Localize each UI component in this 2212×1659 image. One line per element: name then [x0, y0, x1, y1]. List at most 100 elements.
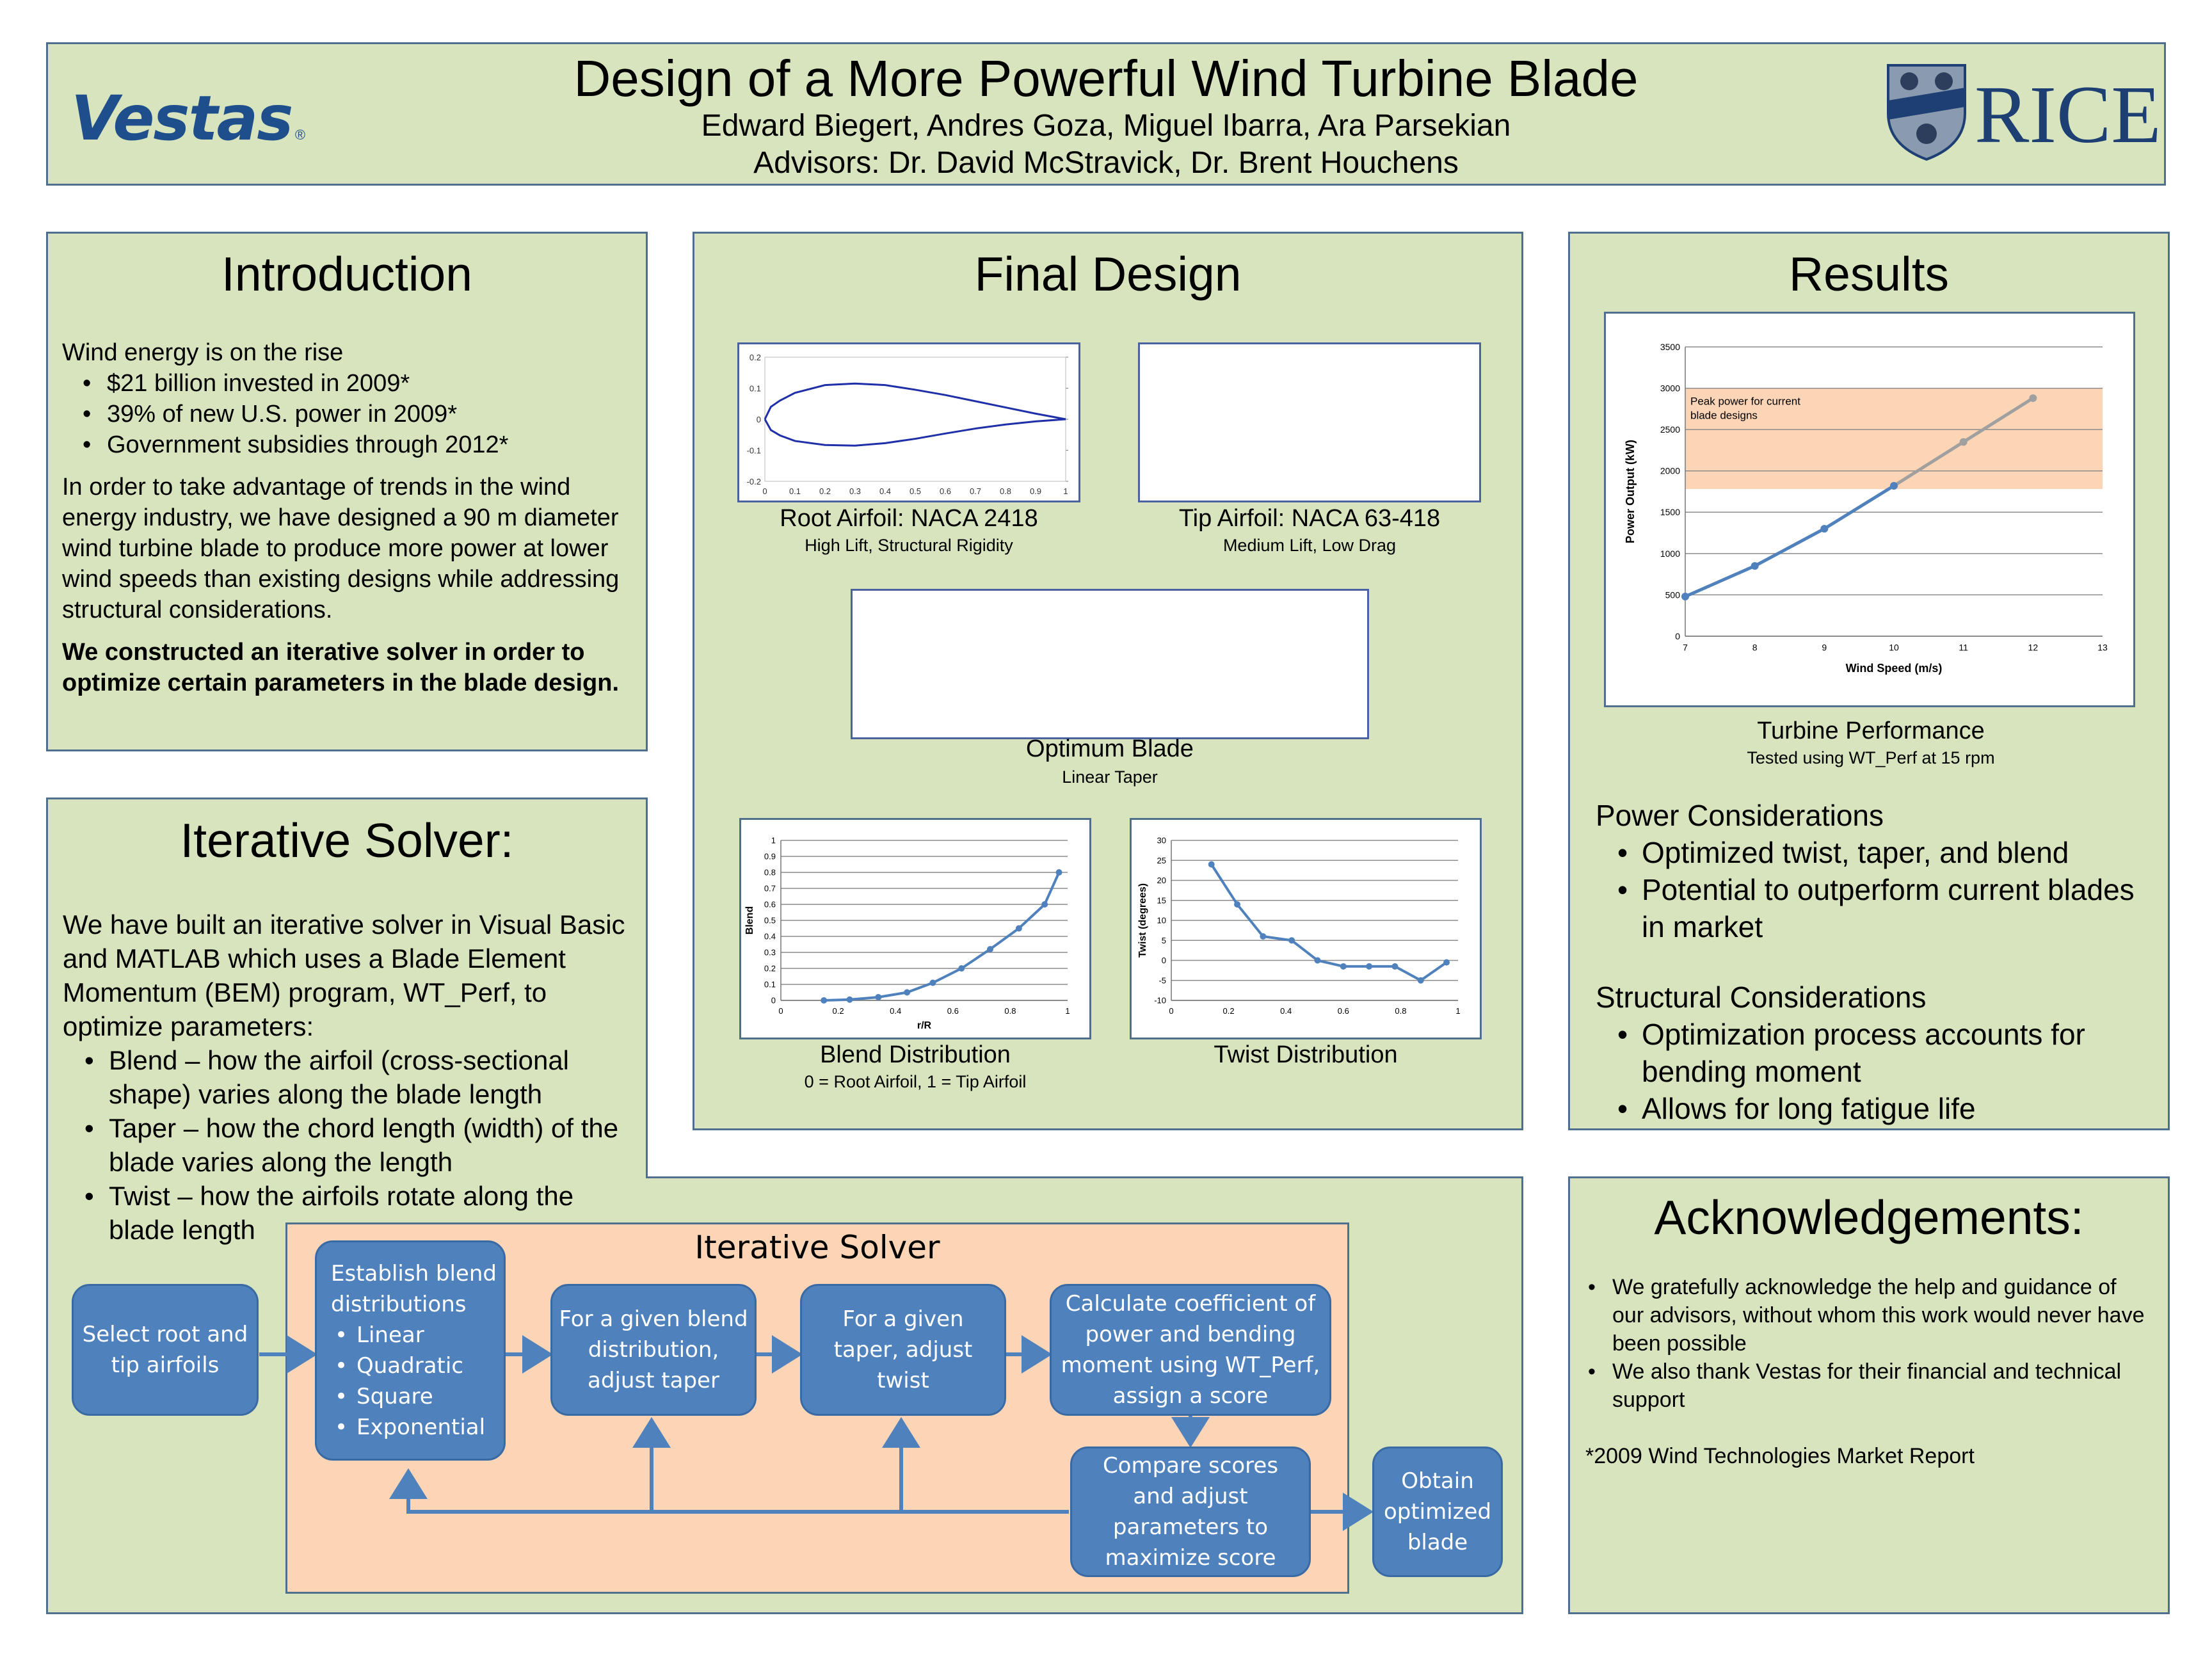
- y-tick-label: 2000: [1660, 466, 1680, 476]
- list-item: Square: [335, 1381, 485, 1412]
- data-point: [1751, 562, 1759, 570]
- x-tick-label: 7: [1683, 642, 1688, 652]
- x-tick-label: 10: [1889, 642, 1899, 652]
- x-tick-label: 0.7: [970, 486, 981, 496]
- y-tick-label: 0.1: [749, 384, 761, 394]
- adjust-twist-box: For a given taper, adjust twist: [800, 1284, 1006, 1416]
- y-tick-label: 0: [1675, 631, 1680, 641]
- y-tick-label: 0.9: [764, 852, 776, 862]
- acknowledgements-body: We gratefully acknowledge the help and g…: [1585, 1273, 2149, 1470]
- establish-blend-list: Linear Quadratic Square Exponential: [331, 1320, 485, 1443]
- y-tick-label: 5: [1162, 936, 1166, 945]
- airfoil-outline: [764, 382, 1066, 447]
- series-line: [1210, 863, 1448, 982]
- data-point: [2029, 394, 2037, 403]
- adjust-twist-text: For a given taper, adjust twist: [833, 1306, 973, 1393]
- x-axis-label: r/R: [917, 1020, 932, 1031]
- results-body: Power Considerations Optimized twist, ta…: [1596, 797, 2152, 1127]
- data-point: [846, 996, 853, 1003]
- select-airfoils-box: Select root and tip airfoils: [72, 1284, 259, 1416]
- authors-line: Edward Biegert, Andres Goza, Miguel Ibar…: [701, 109, 1511, 143]
- blend-distribution-caption: Blend Distribution: [820, 1041, 1011, 1068]
- tip-airfoil-chart: [1140, 344, 1479, 501]
- calculate-score-box: Calculate coefficient of power and bendi…: [1050, 1284, 1331, 1416]
- x-tick-label: 0.6: [947, 1006, 959, 1016]
- introduction-title: Introduction: [221, 247, 472, 301]
- data-point: [1208, 861, 1215, 868]
- rice-shield-icon: [1887, 64, 1966, 161]
- data-point: [1890, 481, 1898, 490]
- x-tick-label: 11: [1959, 642, 1968, 652]
- data-point: [875, 994, 882, 1000]
- blend-distribution-subcaption: 0 = Root Airfoil, 1 = Tip Airfoil: [804, 1072, 1027, 1091]
- x-tick-label: 1: [1455, 1006, 1460, 1016]
- x-tick-label: 0.8: [1004, 1006, 1016, 1016]
- obtain-blade-text: Obtain optimized blade: [1383, 1468, 1492, 1555]
- x-tick-label: 0.8: [1395, 1006, 1406, 1016]
- y-tick-label: 1500: [1660, 507, 1680, 517]
- registered-mark-icon: ®: [294, 127, 306, 143]
- x-tick-label: 1: [1065, 1006, 1070, 1016]
- list-item: Optimization process accounts for bendin…: [1617, 1016, 2152, 1090]
- data-point: [1015, 925, 1022, 932]
- introduction-lead: Wind energy is on the rise: [62, 339, 344, 366]
- band-label-line-2: blade designs: [1690, 410, 1758, 422]
- y-tick-label: 3500: [1660, 342, 1680, 352]
- introduction-bold: We constructed an iterative solver in or…: [62, 639, 620, 696]
- footnote: *2009 Wind Technologies Market Report: [1585, 1444, 1975, 1468]
- y-tick-label: 3000: [1660, 383, 1680, 393]
- x-tick-label: 0.6: [1338, 1006, 1349, 1016]
- data-point: [821, 997, 828, 1004]
- y-tick-label: 500: [1665, 589, 1681, 600]
- obtain-blade-box: Obtain optimized blade: [1372, 1447, 1503, 1577]
- rice-logo: RICE: [1885, 62, 2161, 164]
- solver-bullets: Blend – how the airfoil (cross-sectional…: [63, 1043, 639, 1247]
- root-airfoil-subcaption: High Lift, Structural Rigidity: [805, 536, 1013, 555]
- data-point: [1366, 963, 1373, 970]
- y-axis-label: Blend: [744, 906, 755, 934]
- y-tick-label: 0.1: [764, 980, 776, 990]
- data-point: [1443, 959, 1450, 966]
- structural-considerations-list: Optimization process accounts for bendin…: [1596, 1016, 2152, 1127]
- y-tick-label: 0.8: [764, 868, 776, 878]
- data-point: [929, 979, 936, 986]
- data-point: [987, 946, 994, 952]
- y-tick-label: 0: [757, 415, 761, 424]
- series-line: [824, 872, 1061, 1002]
- x-tick-label: 12: [2028, 642, 2039, 652]
- y-axis-label: Power Output (kW): [1624, 440, 1637, 543]
- root-airfoil-caption: Root Airfoil: NACA 2418: [780, 505, 1038, 532]
- x-tick-label: 1: [1063, 486, 1068, 496]
- data-point: [1681, 593, 1689, 601]
- introduction-panel: Introduction Wind energy is on the rise …: [46, 232, 648, 751]
- x-tick-label: 0: [762, 486, 767, 496]
- x-tick-label: 0.4: [879, 486, 891, 496]
- select-airfoils-text: Select root and tip airfoils: [82, 1322, 248, 1378]
- y-tick-label: -10: [1154, 996, 1166, 1006]
- performance-caption: Turbine Performance: [1757, 717, 1985, 744]
- data-point: [1314, 957, 1321, 964]
- y-tick-label: 15: [1157, 895, 1166, 905]
- x-tick-label: 8: [1752, 642, 1758, 652]
- list-item: Allows for long fatigue life: [1617, 1090, 2152, 1127]
- introduction-body: Wind energy is on the rise $21 billion i…: [62, 337, 638, 698]
- data-point: [1260, 933, 1267, 940]
- compare-scores-box: Compare scores and adjust parameters to …: [1070, 1447, 1311, 1577]
- results-title: Results: [1788, 247, 1950, 301]
- performance-subcaption: Tested using WT_Perf at 15 rpm: [1747, 748, 1995, 767]
- y-tick-label: 1: [771, 836, 776, 846]
- structural-considerations-heading: Structural Considerations: [1596, 981, 1927, 1014]
- introduction-paragraph: In order to take advantage of trends in …: [62, 474, 620, 623]
- data-point: [1234, 901, 1241, 908]
- y-tick-label: 0: [1162, 956, 1166, 965]
- x-tick-label: 0: [778, 1006, 783, 1016]
- x-tick-label: 0.2: [1223, 1006, 1235, 1016]
- final-design-title: Final Design: [974, 247, 1242, 301]
- y-tick-label: -0.1: [747, 446, 761, 456]
